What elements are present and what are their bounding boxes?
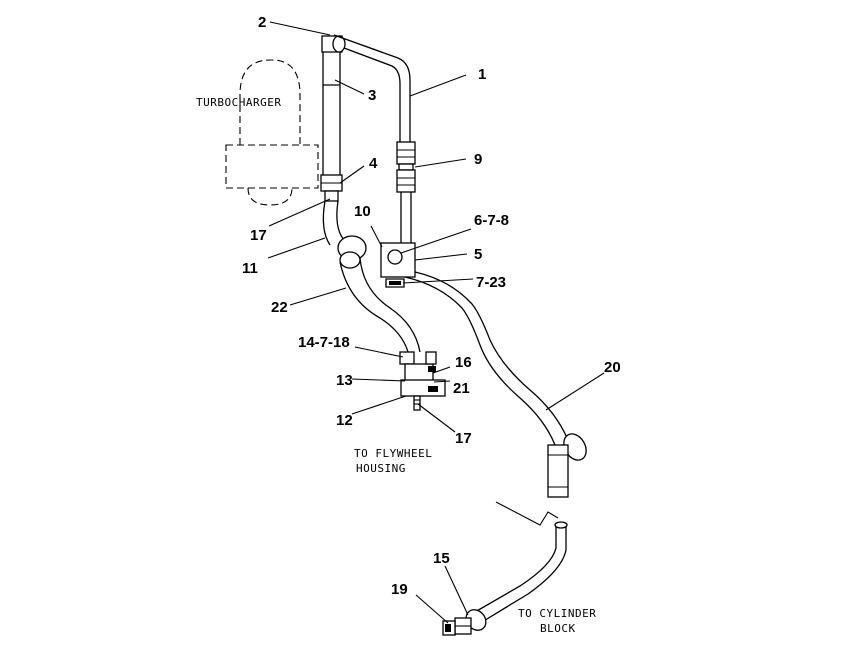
lower-tube xyxy=(474,521,568,623)
valve-assembly xyxy=(399,351,446,411)
tube-20 xyxy=(404,271,569,446)
callout-1: 1 xyxy=(478,66,486,83)
callout-7-23: 7-23 xyxy=(476,274,506,291)
break-line xyxy=(495,501,559,526)
callout-11: 11 xyxy=(242,260,258,277)
cylinder-note-line1: TO CYLINDER xyxy=(518,607,596,620)
callout-9: 9 xyxy=(474,151,482,168)
block-5 xyxy=(380,242,416,288)
callout-17-lower: 17 xyxy=(455,430,472,447)
tube-1 xyxy=(333,34,411,142)
adapter-4 xyxy=(320,174,343,202)
union-fitting xyxy=(547,433,587,498)
flywheel-note-line1: TO FLYWHEEL xyxy=(354,447,432,460)
elbow-2 xyxy=(321,35,346,53)
callout-15: 15 xyxy=(433,550,450,567)
callout-20: 20 xyxy=(604,359,621,376)
callout-21: 21 xyxy=(453,380,470,397)
callout-16: 16 xyxy=(455,354,472,371)
tube-3 xyxy=(322,40,341,175)
callout-2: 2 xyxy=(258,14,266,31)
callout-3: 3 xyxy=(368,87,376,104)
fitting-9 xyxy=(396,141,416,193)
callout-5: 5 xyxy=(474,246,482,263)
hose-22 xyxy=(337,235,421,353)
callout-19: 19 xyxy=(391,581,408,598)
callout-14-7-18: 14-7-18 xyxy=(298,334,350,351)
callout-6-7-8: 6-7-8 xyxy=(474,212,509,229)
callout-22: 22 xyxy=(271,299,288,316)
turbocharger-label: TURBOCHARGER xyxy=(196,96,281,109)
tube-11 xyxy=(322,200,345,246)
callout-12: 12 xyxy=(336,412,353,429)
plug-19 xyxy=(442,620,456,636)
fitting-15 xyxy=(454,609,487,635)
flywheel-note-line2: HOUSING xyxy=(356,462,406,475)
callout-4: 4 xyxy=(369,155,378,172)
callout-17-upper: 17 xyxy=(250,227,267,244)
cylinder-note-line2: BLOCK xyxy=(540,622,576,635)
callout-10: 10 xyxy=(354,203,371,220)
turbocharger-outline xyxy=(225,59,319,206)
leader-lines xyxy=(267,21,605,624)
callout-13: 13 xyxy=(336,372,353,389)
